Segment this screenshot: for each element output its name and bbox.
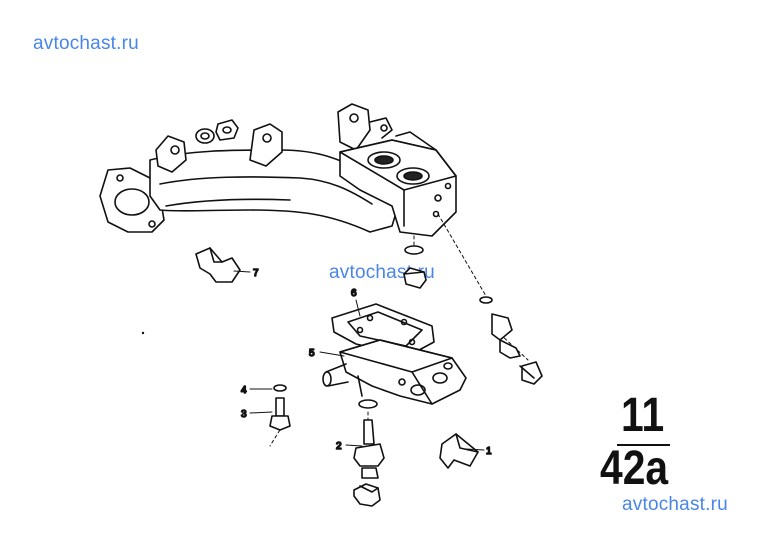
manifold [99,103,457,237]
group-code-top: 11 [621,389,665,442]
mounting-bracket [439,433,479,469]
temperature-sensor [353,419,385,507]
callout-2: 2 [336,441,342,452]
screw [269,384,291,431]
manifold-left-flange [99,167,165,233]
callout-4: 4 [241,385,247,396]
washer-lower [358,399,378,409]
group-code-bottom: 42a [600,442,669,495]
callout-6: 6 [351,288,357,299]
leader-lines [233,270,485,451]
group-code-divider [617,444,670,446]
manifold-boss-right [337,103,371,151]
manifold-boss-middle [249,123,283,167]
temperature-sensor-right [479,296,543,385]
clip-bracket [195,247,241,283]
callout-labels: 7 6 5 4 3 2 1 [240,267,493,458]
callout-5: 5 [309,348,315,359]
gasket [331,303,435,357]
callout-3: 3 [241,409,247,420]
lower-nut [403,245,427,289]
heater-flange [322,339,467,405]
callout-1: 1 [486,446,492,457]
callout-7: 7 [253,268,259,279]
watermark-top-left: avtochast.ru [33,33,139,54]
manifold-stud-nut [195,119,239,144]
manifold-runner [149,149,401,233]
watermark-bottom-right: avtochast.ru [622,494,728,515]
manifold-boss-left [155,135,187,173]
manifold-left-port [114,188,150,216]
